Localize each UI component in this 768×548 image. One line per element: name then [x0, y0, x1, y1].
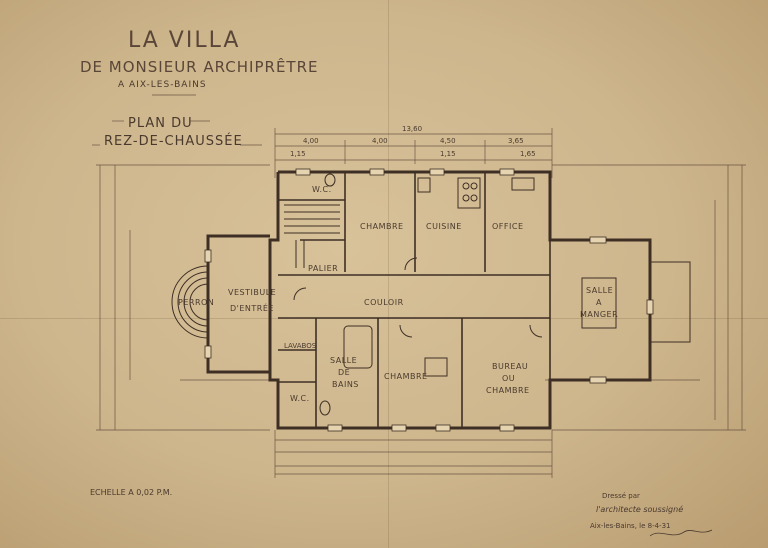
- room-couloir: COULOIR: [364, 298, 404, 307]
- room-bureau-3: CHAMBRE: [486, 386, 530, 395]
- room-entree: D'ENTRÉE: [230, 304, 274, 313]
- title-location: A AIX-LES-BAINS: [118, 80, 207, 90]
- room-salle-bains-1: SALLE: [330, 356, 358, 365]
- dimension-2: 4,00: [372, 137, 388, 145]
- architect-note: l'architecte soussigné: [596, 505, 684, 514]
- dresse-par: Dressé par: [602, 492, 640, 500]
- room-wc-bottom: W.C.: [290, 394, 310, 403]
- plan-title-2: REZ-DE-CHAUSSÉE: [104, 134, 243, 149]
- room-cuisine: CUISINE: [426, 222, 462, 231]
- scale-note: ECHELLE A 0,02 P.M.: [90, 488, 173, 497]
- place-date: Aix-les-Bains, le 8-4-31: [590, 522, 671, 530]
- dimension-5: 1,15: [290, 150, 306, 158]
- room-salle-a-manger-3: MANGER: [580, 310, 619, 319]
- room-bureau-2: OU: [502, 374, 516, 383]
- room-salle-a-manger-2: A: [596, 298, 602, 307]
- room-chambre-bottom: CHAMBRE: [384, 372, 428, 381]
- title-villa: LA VILLA: [128, 28, 241, 53]
- room-vestibule: VESTIBULE: [228, 288, 277, 297]
- title-owner: DE MONSIEUR ARCHIPRÊTRE: [80, 58, 319, 76]
- dimension-3: 4,50: [440, 137, 456, 145]
- plan-title-1: PLAN DU: [128, 116, 193, 131]
- room-bureau-1: BUREAU: [492, 362, 529, 371]
- room-chambre-top: CHAMBRE: [360, 222, 404, 231]
- room-palier: PALIER: [308, 264, 339, 273]
- room-lavabos: LAVABOS: [284, 342, 317, 350]
- paper-fold-vertical: [388, 0, 389, 548]
- room-salle-bains-3: BAINS: [332, 380, 359, 389]
- room-office: OFFICE: [492, 222, 524, 231]
- dimension-4: 3,65: [508, 137, 524, 145]
- dimension-7: 1,65: [520, 150, 536, 158]
- room-wc-top: W.C.: [312, 185, 332, 194]
- dimension-6: 1,15: [440, 150, 456, 158]
- room-salle-bains-2: DE: [338, 368, 351, 377]
- room-perron: PERRON: [178, 298, 215, 307]
- dimension-1: 4,00: [303, 137, 319, 145]
- room-salle-a-manger-1: SALLE: [586, 286, 614, 295]
- dimension-total: 13,60: [402, 125, 423, 133]
